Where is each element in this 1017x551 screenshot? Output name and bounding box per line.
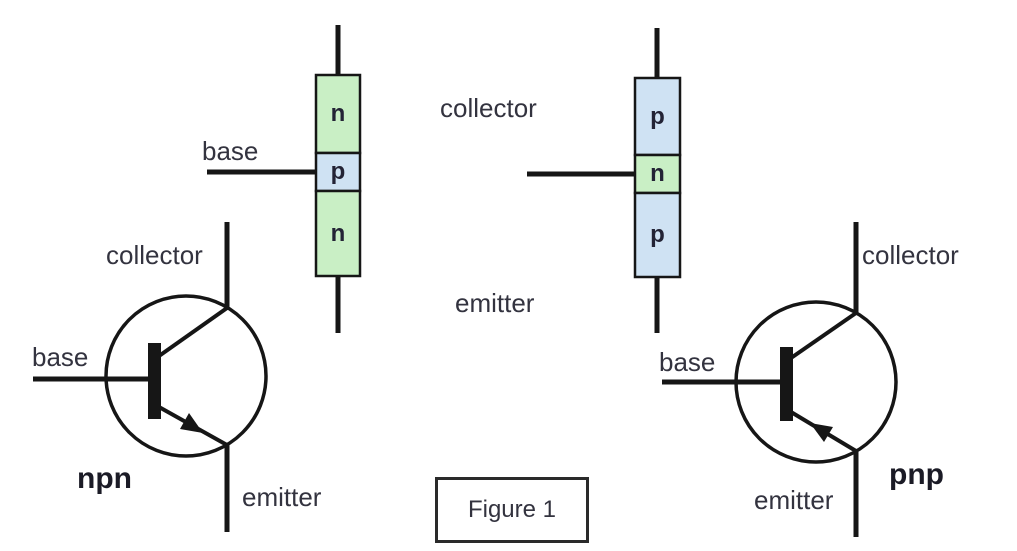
pnp-symbol-collector-label: collector	[862, 240, 959, 270]
npn-symbol	[33, 222, 268, 532]
npn-layer-letter-top: n	[330, 100, 346, 127]
pnp-layer-letter-top: p	[650, 102, 665, 130]
pnp-symbol-collector-diagonal	[789, 311, 858, 360]
npn-type-label: npn	[77, 462, 132, 495]
shared-emitter-label: emitter	[455, 288, 535, 318]
npn-layer-letter-middle: p	[330, 158, 346, 185]
npn-symbol-emitter-label: emitter	[242, 482, 322, 512]
npn-layer-letter-bottom: n	[330, 219, 346, 247]
npn-symbol-base-label: base	[32, 342, 89, 372]
pnp-structure	[527, 28, 682, 333]
npn-layer-n-bottom	[314, 189, 362, 278]
figure-caption-box: Figure 1	[435, 477, 589, 543]
npn-symbol-base-bar	[148, 343, 161, 419]
figure-caption-text: Figure 1	[467, 496, 557, 523]
pnp-symbol-base-label: base	[659, 347, 716, 377]
npn-symbol-collector-diagonal	[157, 306, 229, 358]
npn-structure	[207, 25, 362, 333]
pnp-symbol-base-bar	[780, 347, 793, 421]
npn-symbol-circle	[104, 294, 268, 458]
pnp-symbol	[662, 222, 898, 537]
npn-symbol-collector-label: collector	[106, 240, 203, 270]
npn-structure-base-label: base	[202, 136, 259, 166]
pnp-layer-n-middle	[633, 153, 682, 195]
npn-symbol-emitter-arrow	[180, 413, 203, 433]
pnp-symbol-emitter-label: emitter	[754, 485, 834, 515]
pnp-layer-letter-bottom: p	[650, 221, 665, 248]
pnp-layer-p-bottom	[633, 191, 682, 279]
shared-collector-label: collector	[440, 93, 537, 123]
pnp-type-label: pnp	[889, 458, 944, 491]
pnp-layer-letter-middle: n	[650, 160, 665, 187]
npn-layer-n-top	[314, 73, 362, 155]
npn-layer-p-middle	[314, 151, 362, 193]
pnp-symbol-emitter-arrow	[810, 423, 833, 442]
